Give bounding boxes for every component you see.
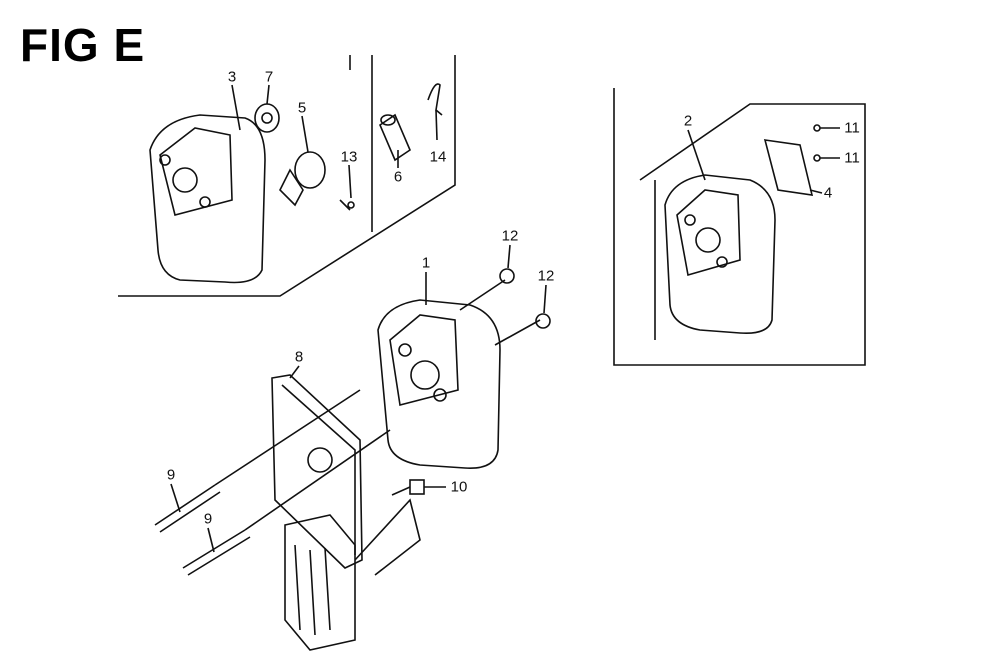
muffler-part-2 bbox=[664, 124, 840, 335]
part-5 bbox=[279, 115, 326, 207]
plate-part-4 bbox=[763, 139, 814, 196]
nuts-12 bbox=[499, 244, 551, 329]
callout-9: 9 bbox=[202, 510, 214, 528]
studs-9 bbox=[154, 389, 391, 576]
callout-7: 7 bbox=[263, 68, 275, 86]
callout-14: 14 bbox=[428, 148, 448, 166]
inset-frame-left bbox=[118, 55, 456, 297]
part-7 bbox=[254, 84, 280, 133]
bolt-part-10 bbox=[391, 479, 446, 496]
muffler-part-3 bbox=[149, 84, 266, 284]
callout-2: 2 bbox=[682, 112, 694, 130]
part-14 bbox=[427, 83, 443, 141]
muffler-part-1 bbox=[377, 272, 541, 469]
gasket-part-8 bbox=[271, 365, 363, 569]
callout-12: 12 bbox=[536, 267, 556, 285]
callout-3: 3 bbox=[226, 68, 238, 86]
part-13 bbox=[339, 164, 355, 211]
callout-11: 11 bbox=[843, 119, 861, 137]
bracket bbox=[284, 498, 421, 651]
part-6 bbox=[379, 113, 411, 168]
callout-13: 13 bbox=[339, 148, 359, 166]
callout-4: 4 bbox=[822, 184, 834, 202]
callout-11: 11 bbox=[843, 149, 861, 167]
callout-6: 6 bbox=[392, 168, 404, 186]
callout-8: 8 bbox=[293, 348, 305, 366]
callout-1: 1 bbox=[420, 254, 432, 272]
callout-5: 5 bbox=[296, 99, 308, 117]
callout-9: 9 bbox=[165, 466, 177, 484]
callout-10: 10 bbox=[449, 478, 469, 496]
callout-12: 12 bbox=[500, 227, 520, 245]
figure-title: FIG E bbox=[20, 19, 146, 71]
inset-frame-right bbox=[613, 88, 866, 366]
